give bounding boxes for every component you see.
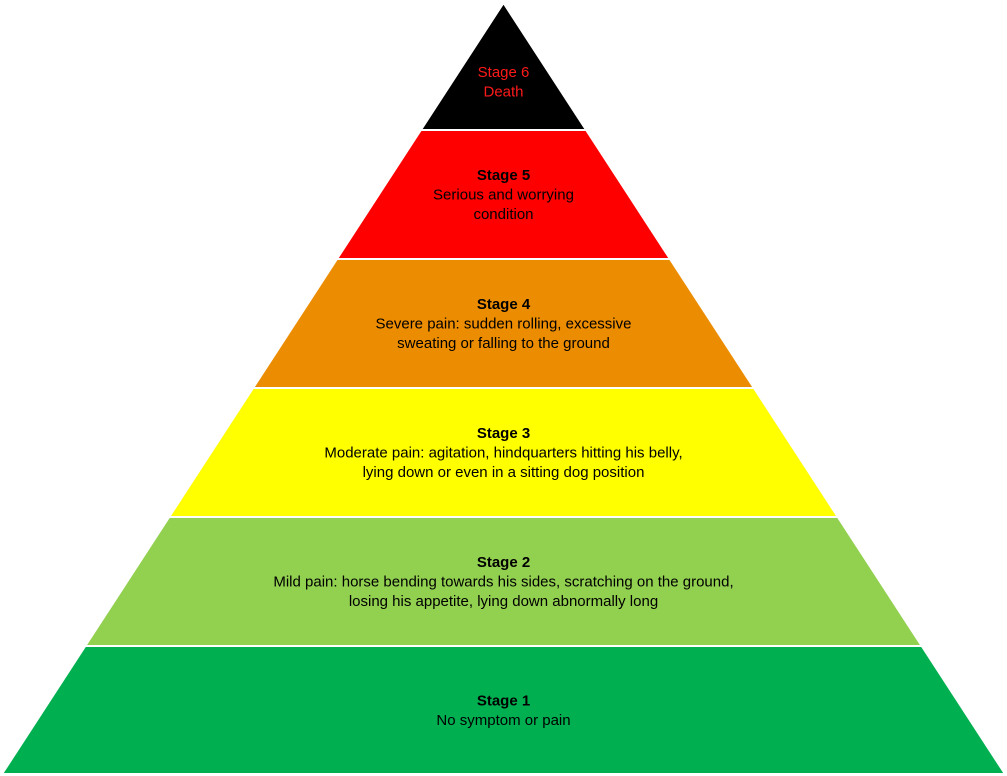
tier-label-stage-2: Stage 2 Mild pain: horse bending towards … xyxy=(273,554,733,610)
stage-description-line: sweating or falling to the ground xyxy=(397,335,610,352)
stage-description-line: Mild pain: horse bending towards his sid… xyxy=(273,574,733,591)
stage-title: Stage 5 xyxy=(477,167,530,184)
tier-stage-1 xyxy=(0,645,1007,775)
stage-description-line: Death xyxy=(483,83,523,100)
tier-label-stage-6: Stage 6 Death xyxy=(478,64,530,101)
stage-title: Stage 2 xyxy=(477,554,530,571)
tier-label-stage-1: Stage 1 No symptom or pain xyxy=(436,692,570,729)
stage-description-line: Moderate pain: agitation, hindquarters h… xyxy=(324,445,682,462)
stage-description-line: losing his appetite, lying down abnormal… xyxy=(349,593,658,610)
stage-description-line: lying down or even in a sitting dog posi… xyxy=(363,464,645,481)
stage-description-line: Severe pain: sudden rolling, excessive xyxy=(376,316,632,333)
tier-label-stage-5: Stage 5 Serious and worrying condition xyxy=(433,167,574,223)
stage-description-line: No symptom or pain xyxy=(436,712,570,729)
stage-title: Stage 3 xyxy=(477,425,530,442)
stage-title: Stage 1 xyxy=(477,692,530,709)
stage-title: Stage 4 xyxy=(477,296,531,313)
stage-title: Stage 6 xyxy=(478,64,530,81)
stage-description-line: Serious and worrying xyxy=(433,187,574,204)
stage-description-line: condition xyxy=(473,206,533,223)
tier-label-stage-4: Stage 4 Severe pain: sudden rolling, exce… xyxy=(376,296,632,352)
tier-label-stage-3: Stage 3 Moderate pain: agitation, hindqua… xyxy=(324,425,682,481)
